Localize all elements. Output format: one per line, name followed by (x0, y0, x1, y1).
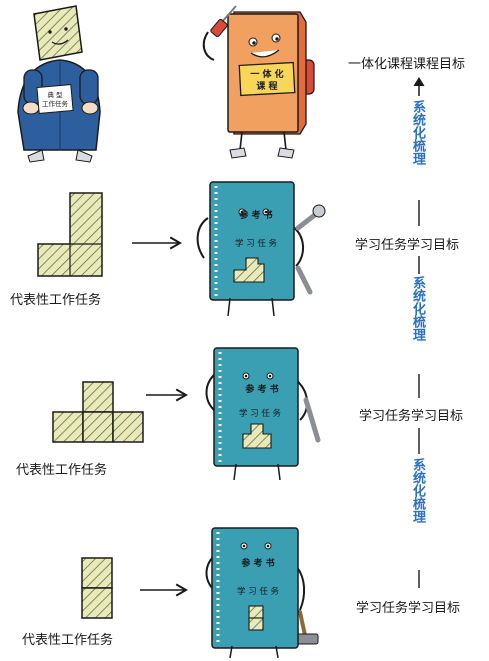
book-title: 参 考 书 (241, 557, 274, 569)
goal-label-1: 学习任务学习目标 (355, 238, 460, 253)
book-subtitle: 学 习 任 务 (235, 238, 278, 249)
book-subtitle: 学 习 任 务 (237, 586, 280, 597)
task-label-3: 代表性工作任务 (22, 633, 114, 648)
teal-book-character: 参 考 书 学 习 任 务 (196, 181, 326, 317)
badge-line1: 典 型 (47, 90, 63, 99)
screwdriver-icon (210, 5, 237, 38)
sort-label-1: 系统化梳理 (410, 100, 425, 165)
goal-label-3: 学习任务学习目标 (356, 601, 461, 616)
book-title: 参 考 书 (239, 209, 272, 221)
teal-book-character: 参 考 书 学 习 任 务 (205, 347, 321, 481)
book-title: 参 考 书 (245, 383, 278, 395)
task-shape-3 (81, 557, 113, 619)
goal-label-2: 学习任务学习目标 (359, 409, 464, 424)
sign-line2: 课 程 (256, 80, 277, 92)
task-shape-1 (37, 192, 103, 277)
sort-label-2: 系统化梳理 (410, 276, 425, 341)
wrench-icon (295, 204, 326, 295)
sort-label-3: 系统化梳理 (410, 458, 425, 523)
badge-line2: 工作任务 (42, 99, 69, 108)
worker-character: 典 型 工作任务 (17, 5, 101, 163)
course-goal-label: 一体化课程课程目标 (348, 57, 465, 72)
task-shape-2 (52, 381, 144, 443)
task-label-1: 代表性工作任务 (10, 293, 102, 308)
book-subtitle: 学 习 任 务 (239, 408, 282, 419)
teal-book-character: 参 考 书 学 习 任 务 (205, 527, 319, 659)
orange-book-character: 一 体 化 课 程 (202, 5, 315, 159)
task-label-2: 代表性工作任务 (16, 463, 108, 478)
arrow-up-icon (413, 77, 425, 96)
sign-line1: 一 体 化 (250, 68, 283, 80)
